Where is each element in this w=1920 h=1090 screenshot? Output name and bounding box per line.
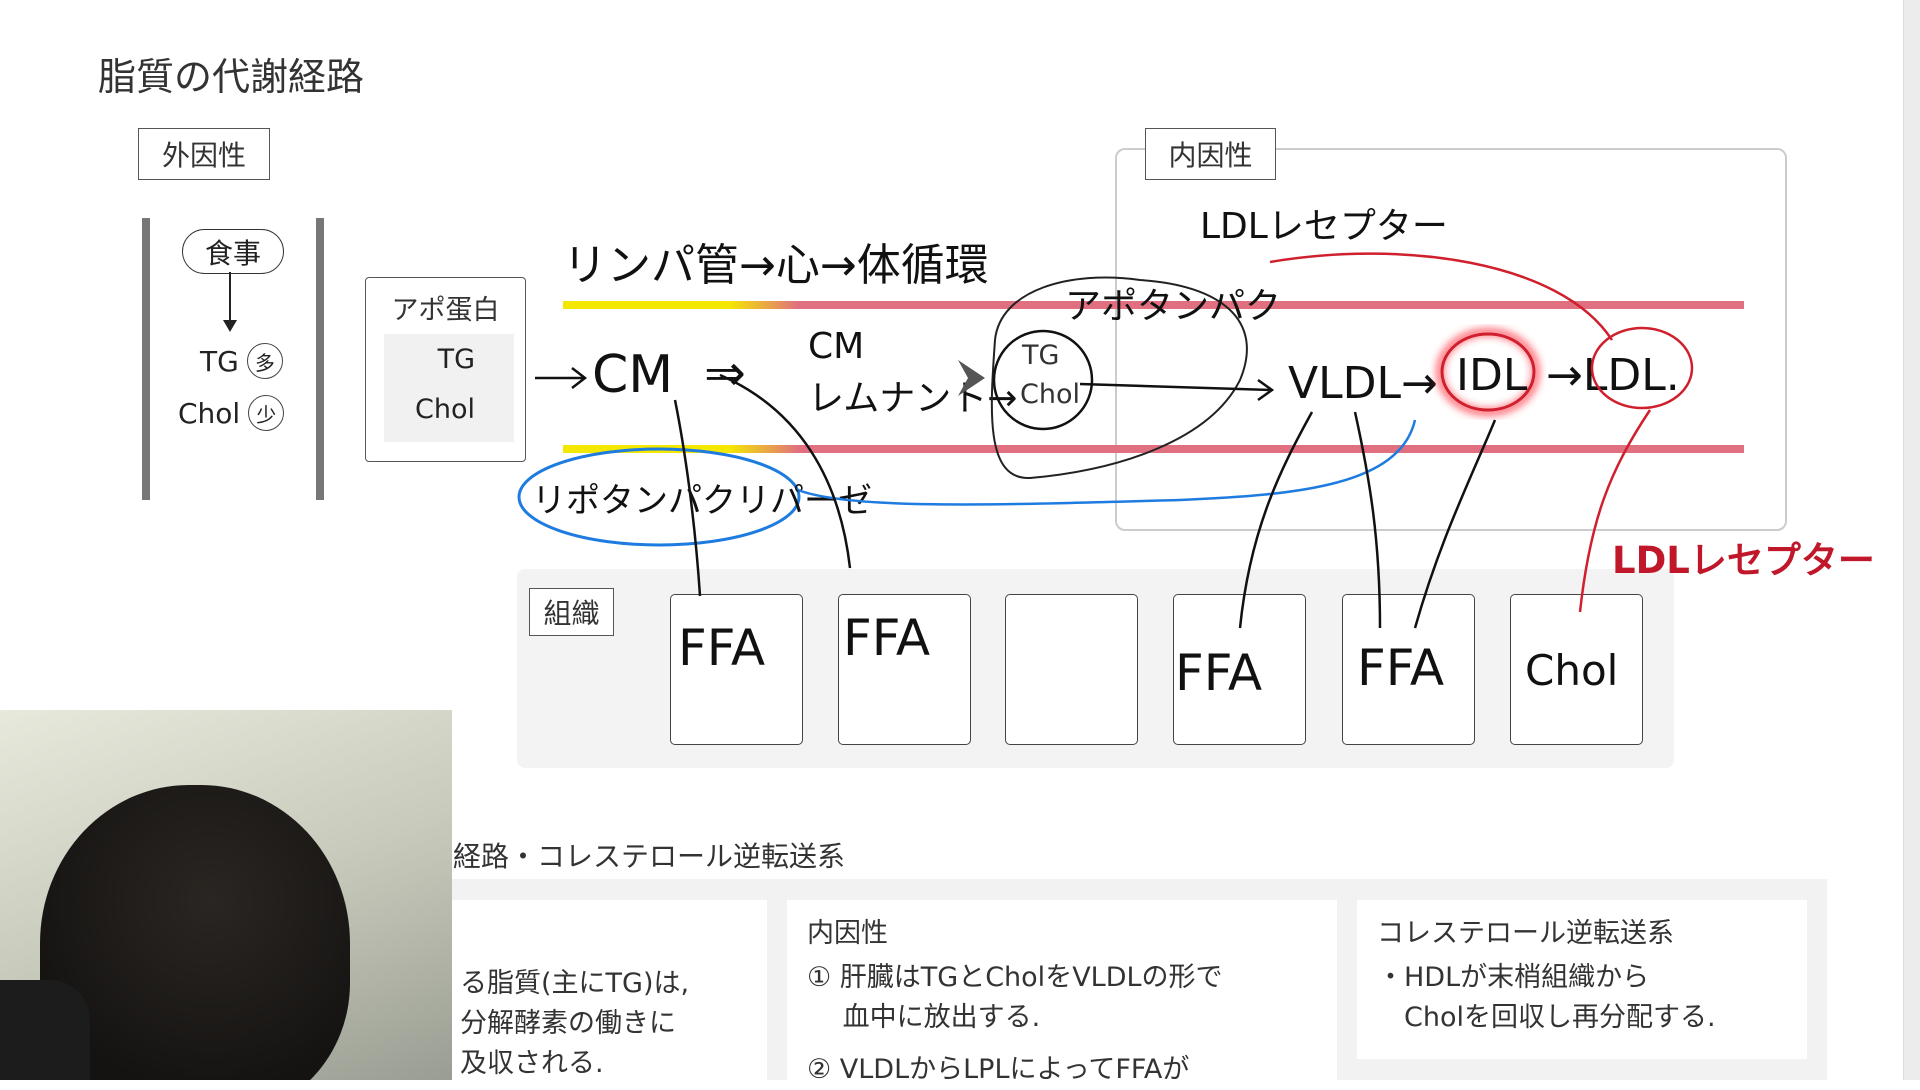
tissue-arrows (673, 373, 1497, 629)
endogenous-label: 内因性 (1145, 128, 1276, 180)
tissue-box-labels: FFA FFA FFA FFA Chol (678, 609, 1618, 702)
ldl-annotation: →LDL. (1546, 350, 1680, 401)
cm-annotation: CM (592, 345, 673, 405)
tissue-box-text: FFA (843, 609, 930, 667)
tissue-box-text: FFA (1357, 639, 1444, 697)
idl-annotation: IDL (1456, 350, 1528, 401)
amount-badge: 多 (246, 343, 283, 379)
webcam-video (0, 710, 452, 1080)
card-line: Cholを回収し再分配する. (1377, 1002, 1716, 1033)
apo-chol: Chol (415, 394, 475, 425)
section-heading: 経路・コレステロール逆転送系 (453, 840, 846, 873)
exogenous-label: 外因性 (138, 128, 270, 180)
tissue-box (1173, 594, 1306, 745)
arrow-down-icon (223, 272, 237, 332)
divider-right (316, 218, 324, 500)
window-edge (1903, 0, 1920, 1080)
slide-title: 脂質の代謝経路 (98, 55, 365, 99)
endogenous-box (1115, 148, 1787, 531)
card-line: る脂質(主にTG)は, (460, 968, 690, 999)
card-line: ① 肝臓はTGとCholをVLDLの形で (807, 962, 1223, 993)
red-arrow (1578, 409, 1652, 613)
tissue-box-text: Chol (1525, 646, 1618, 695)
tissue-box (670, 594, 803, 745)
arrow-icon (1079, 378, 1275, 402)
ldl-circle (1590, 326, 1694, 410)
card-title: コレステロール逆転送系 (1377, 918, 1674, 949)
cm-remnant-annotation: レムナント→ (808, 378, 1017, 419)
lpl-annotation: リポタンパクリパーゼ (532, 481, 872, 521)
tissue-label: 組織 (529, 588, 614, 636)
ldl-receptor-annotation: LDLレセプター (1200, 206, 1448, 247)
card-line: ② VLDLからLPLによってFFAが (807, 1054, 1190, 1085)
double-arrow-icon: ⇒ (704, 344, 746, 402)
idl-circle (1440, 332, 1536, 412)
arrowhead-icon (958, 360, 985, 396)
apoprotein-box: アポ蛋白 TG Chol (365, 277, 526, 462)
meal-label: 食事 (182, 229, 284, 274)
presenter-head (40, 785, 350, 1080)
blue-arrow (797, 419, 1417, 506)
vessel-line-top (563, 301, 1744, 309)
liver-chol: Chol (1020, 379, 1080, 410)
card-exogenous: る脂質(主にTG)は, 分解酵素の働きに 及収される. (440, 900, 767, 1080)
vldl-annotation: VLDL→ (1288, 358, 1438, 409)
lymph-annotation: リンパ管→心→体循環 (563, 240, 989, 291)
tg-label: TG (200, 344, 239, 378)
apoprotein-annotation: アポタンパク (1065, 286, 1281, 327)
amount-badge: 少 (248, 395, 285, 431)
tissue-box (1510, 594, 1643, 745)
card-line: 分解酵素の働きに (460, 1008, 676, 1039)
apoprotein-label: アポ蛋白 (391, 295, 500, 326)
arrow-icon (535, 367, 588, 389)
card-line: 血中に放出する. (807, 1002, 1041, 1033)
tissue-box (838, 594, 971, 745)
tissue-box-text: FFA (678, 619, 765, 677)
tissue-box (1342, 594, 1475, 745)
cm-remnant-annotation: CM (808, 326, 864, 367)
card-endogenous: 内因性 ① 肝臓はTGとCholをVLDLの形で 血中に放出する. ② VLDL… (787, 900, 1337, 1085)
chol-label: Chol (178, 396, 241, 430)
lpl-ellipse (517, 447, 801, 547)
divider-left (142, 218, 150, 500)
ldl-receptor-label: LDLレセプター (1612, 539, 1875, 582)
card-title: 内因性 (807, 918, 888, 949)
card-line: ・HDLが末梢組織から (1377, 962, 1650, 993)
card-reverse-transport: コレステロール逆転送系 ・HDLが末梢組織から Cholを回収し再分配する. (1357, 900, 1807, 1059)
liver-circle (992, 329, 1094, 431)
apo-tg: TG (437, 344, 475, 375)
liver-tg: TG (1021, 340, 1059, 371)
card-line: 及収される. (460, 1048, 604, 1079)
red-arrow (1269, 252, 1614, 341)
liver-outline (990, 276, 1248, 480)
vessel-line-bottom (563, 445, 1744, 453)
tissue-box (1005, 594, 1138, 745)
tissue-box-text: FFA (1175, 644, 1262, 702)
